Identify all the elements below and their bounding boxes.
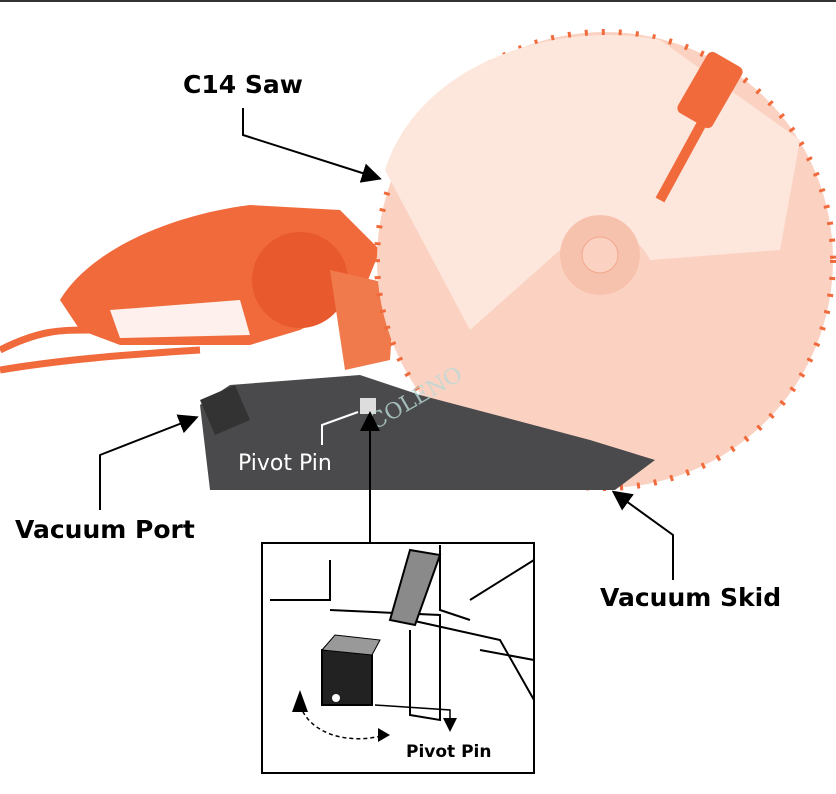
arrow-saw	[242, 108, 382, 183]
label-inset-pivot-pin: Pivot Pin	[406, 742, 491, 762]
top-border	[0, 0, 836, 2]
label-vacuum-port: Vacuum Port	[15, 515, 195, 544]
label-pivot-pin: Pivot Pin	[238, 451, 332, 476]
arrow-vacuum-port	[99, 414, 199, 510]
vacuum-skid	[200, 375, 655, 490]
saw-body	[60, 205, 395, 370]
pivot-pin-inset	[261, 542, 535, 774]
label-vacuum-skid: Vacuum Skid	[600, 583, 781, 612]
arrow-vacuum-skid	[611, 490, 674, 580]
label-c14-saw: C14 Saw	[183, 70, 303, 99]
arrow-pivot-pin	[321, 411, 359, 445]
saw-blade	[374, 29, 836, 491]
